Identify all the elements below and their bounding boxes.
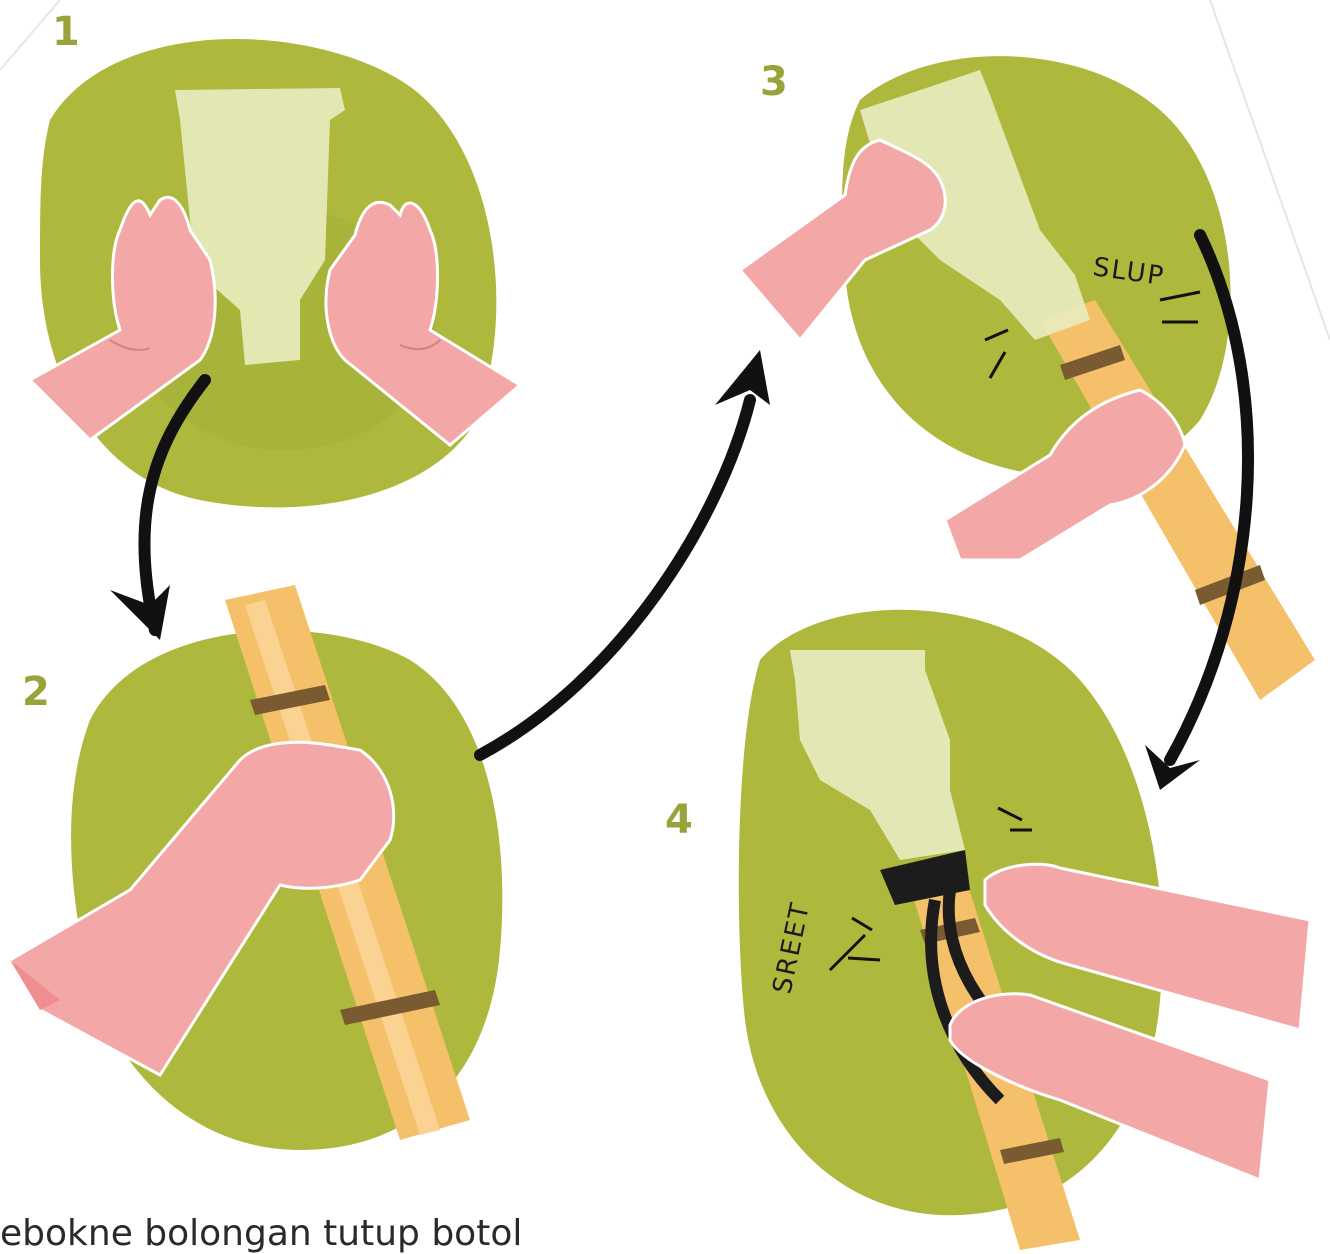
arrow-step2-to-step3 — [480, 350, 770, 755]
arrow-head — [715, 350, 770, 405]
step-number-1: 1 — [52, 12, 80, 52]
step-2-scene — [10, 585, 502, 1150]
step-4-scene: SREET — [739, 610, 1310, 1250]
step-number-4: 4 — [665, 800, 693, 840]
step-number-2: 2 — [22, 672, 50, 712]
step-1-scene — [30, 39, 520, 507]
arrow-head — [110, 585, 170, 640]
step-number-3: 3 — [760, 62, 788, 102]
arrow-shaft — [480, 400, 750, 755]
caption-text: ebokne bolongan tutup botol — [0, 1214, 522, 1254]
